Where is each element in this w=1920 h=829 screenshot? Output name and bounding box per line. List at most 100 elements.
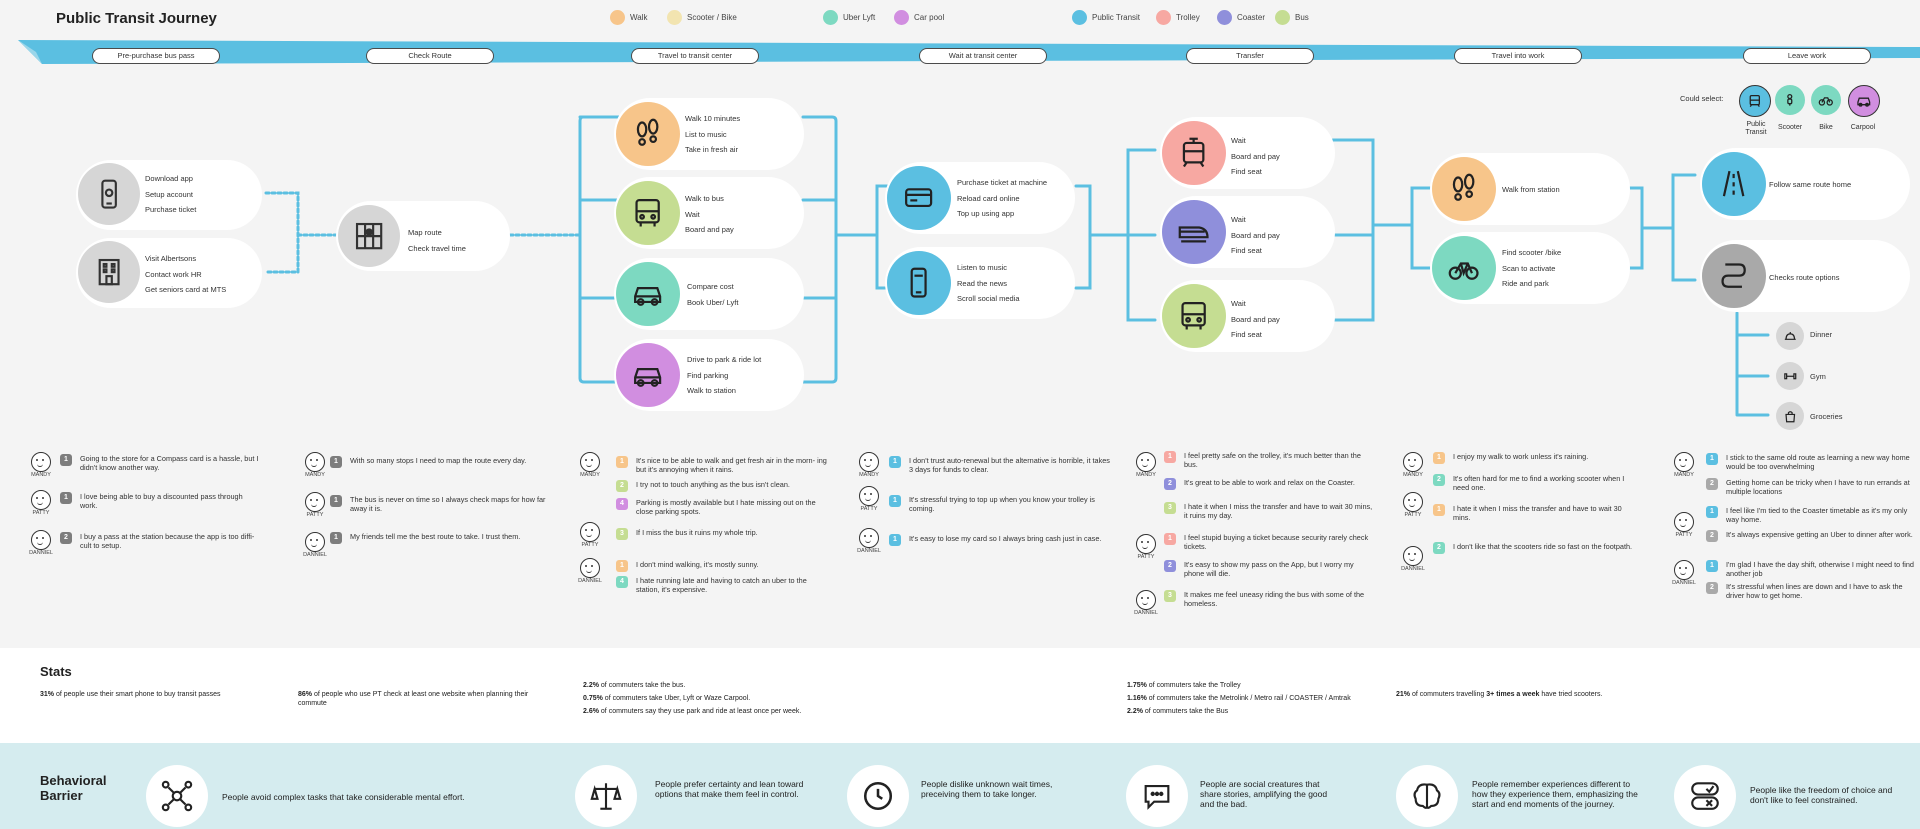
card-line: Get seniors card at MTS <box>145 285 227 294</box>
card-line: Walk to station <box>687 386 736 395</box>
persona-name: DANNIEL <box>1401 566 1425 572</box>
card-line: Scroll social media <box>957 294 1020 303</box>
quote-text: It's stressful trying to top up when you… <box>909 495 1095 513</box>
grocery-icon <box>1776 402 1804 430</box>
card-line: Wait <box>1231 215 1246 224</box>
barrier-heading: Behavioral Barrier <box>40 773 107 803</box>
card-line: Listen to music <box>957 263 1008 272</box>
stat-value: 0.75% <box>583 695 603 702</box>
car-icon <box>616 262 680 326</box>
card-line: Setup account <box>145 189 193 199</box>
stat: 2.6% of commuters say they use park and … <box>583 707 883 716</box>
car-icon[interactable] <box>1848 85 1880 117</box>
bike-icon[interactable] <box>1811 85 1841 115</box>
quote-text: I feel stupid buying a ticket because se… <box>1184 533 1369 551</box>
legend-label: Public Transit <box>1092 13 1141 22</box>
scooter-icon[interactable] <box>1775 85 1805 115</box>
stat: 31% of people use their smart phone to b… <box>40 690 260 699</box>
bus-icon <box>1162 284 1226 348</box>
card-line: Find seat <box>1231 246 1262 255</box>
persona-mandy: MANDY <box>28 452 54 478</box>
quote-badge: 1 <box>60 454 72 466</box>
option-label: Bike <box>1819 124 1833 131</box>
quote-text: Parking is mostly available but I hate m… <box>636 498 816 516</box>
quote-badge: 1 <box>1706 506 1718 518</box>
clock-icon <box>847 765 909 827</box>
quote-badge: 1 <box>616 560 628 572</box>
avatar <box>580 558 600 578</box>
avatar <box>1674 452 1694 472</box>
persona-patty: PATTY <box>302 492 328 518</box>
persona-name: DANNIEL <box>1672 580 1696 586</box>
quote-text: The bus is never on time so I always che… <box>350 495 546 513</box>
quote-text: With so many stops I need to map the rou… <box>350 456 527 465</box>
quote-text: It's easy to lose my card so I always br… <box>909 534 1102 543</box>
walk-dot-icon <box>610 10 625 25</box>
avatar <box>859 486 879 506</box>
stage-pre-purchase: Pre-purchase bus pass <box>92 48 220 64</box>
journey-connectors <box>264 115 1770 417</box>
avatar <box>1136 534 1156 554</box>
persona-patty: PATTY <box>1400 492 1426 518</box>
avatar <box>305 452 325 472</box>
card-line: Board and pay <box>685 225 734 234</box>
legend-car-pool: Car pool <box>894 10 944 25</box>
car-icon <box>616 343 680 407</box>
avatar <box>31 490 51 510</box>
phone-icon <box>78 163 140 225</box>
quote-text: It's always expensive getting an Uber to… <box>1726 530 1913 539</box>
card-line: Checks route options <box>1769 273 1840 282</box>
quote-badge: 1 <box>330 495 342 507</box>
stage-travel-to-transit: Travel to transit center <box>631 48 759 64</box>
persona-name: DANNIEL <box>29 550 53 556</box>
quote-text: It's easy to show my pass on the App, bu… <box>1184 560 1354 578</box>
persona-danniel: DANNIEL <box>302 532 328 558</box>
persona-name: PATTY <box>581 542 599 548</box>
avatar <box>31 530 51 550</box>
quote-badge: 1 <box>889 534 901 546</box>
quote-text: I enjoy my walk to work unless it's rain… <box>1453 452 1589 461</box>
card-line: Book Uber/ Lyft <box>687 297 739 307</box>
stat-value: 1.16% <box>1127 695 1147 702</box>
persona-mandy: MANDY <box>577 452 603 478</box>
persona-name: DANNIEL <box>1134 610 1158 616</box>
persona-patty: PATTY <box>856 486 882 512</box>
quote-text: I hate it when I miss the transfer and h… <box>1184 502 1373 520</box>
phone-icon <box>887 251 951 315</box>
route-icon <box>1702 244 1766 308</box>
stat-text: of commuters travelling <box>1410 691 1487 698</box>
persona-name: DANNIEL <box>857 548 881 554</box>
quote-badge: 2 <box>1706 582 1718 594</box>
avatar <box>305 532 325 552</box>
quote-text: I don't trust auto-renewal but the alter… <box>909 456 1110 474</box>
persona-patty: PATTY <box>1671 512 1697 538</box>
page-title: Public Transit Journey <box>56 10 217 27</box>
persona-name: PATTY <box>1137 554 1155 560</box>
legend-coaster: Coaster <box>1217 10 1265 25</box>
avatar <box>859 452 879 472</box>
coaster-dot-icon <box>1217 10 1232 25</box>
card-line: Read the news <box>957 278 1008 288</box>
avatar <box>1403 546 1423 566</box>
stat: 1.75% of commuters take the Trolley <box>1127 681 1427 690</box>
stat-text: of commuters take the Metrolink / Metro … <box>1146 695 1351 702</box>
sub-option-label: Groceries <box>1810 412 1843 421</box>
stat-text: of commuters take the Bus <box>1142 708 1229 715</box>
train-icon[interactable] <box>1739 85 1771 117</box>
stat-value: 31% <box>40 691 55 698</box>
legend-trolley: Trolley <box>1156 10 1200 25</box>
quote-badge: 1 <box>330 456 342 468</box>
